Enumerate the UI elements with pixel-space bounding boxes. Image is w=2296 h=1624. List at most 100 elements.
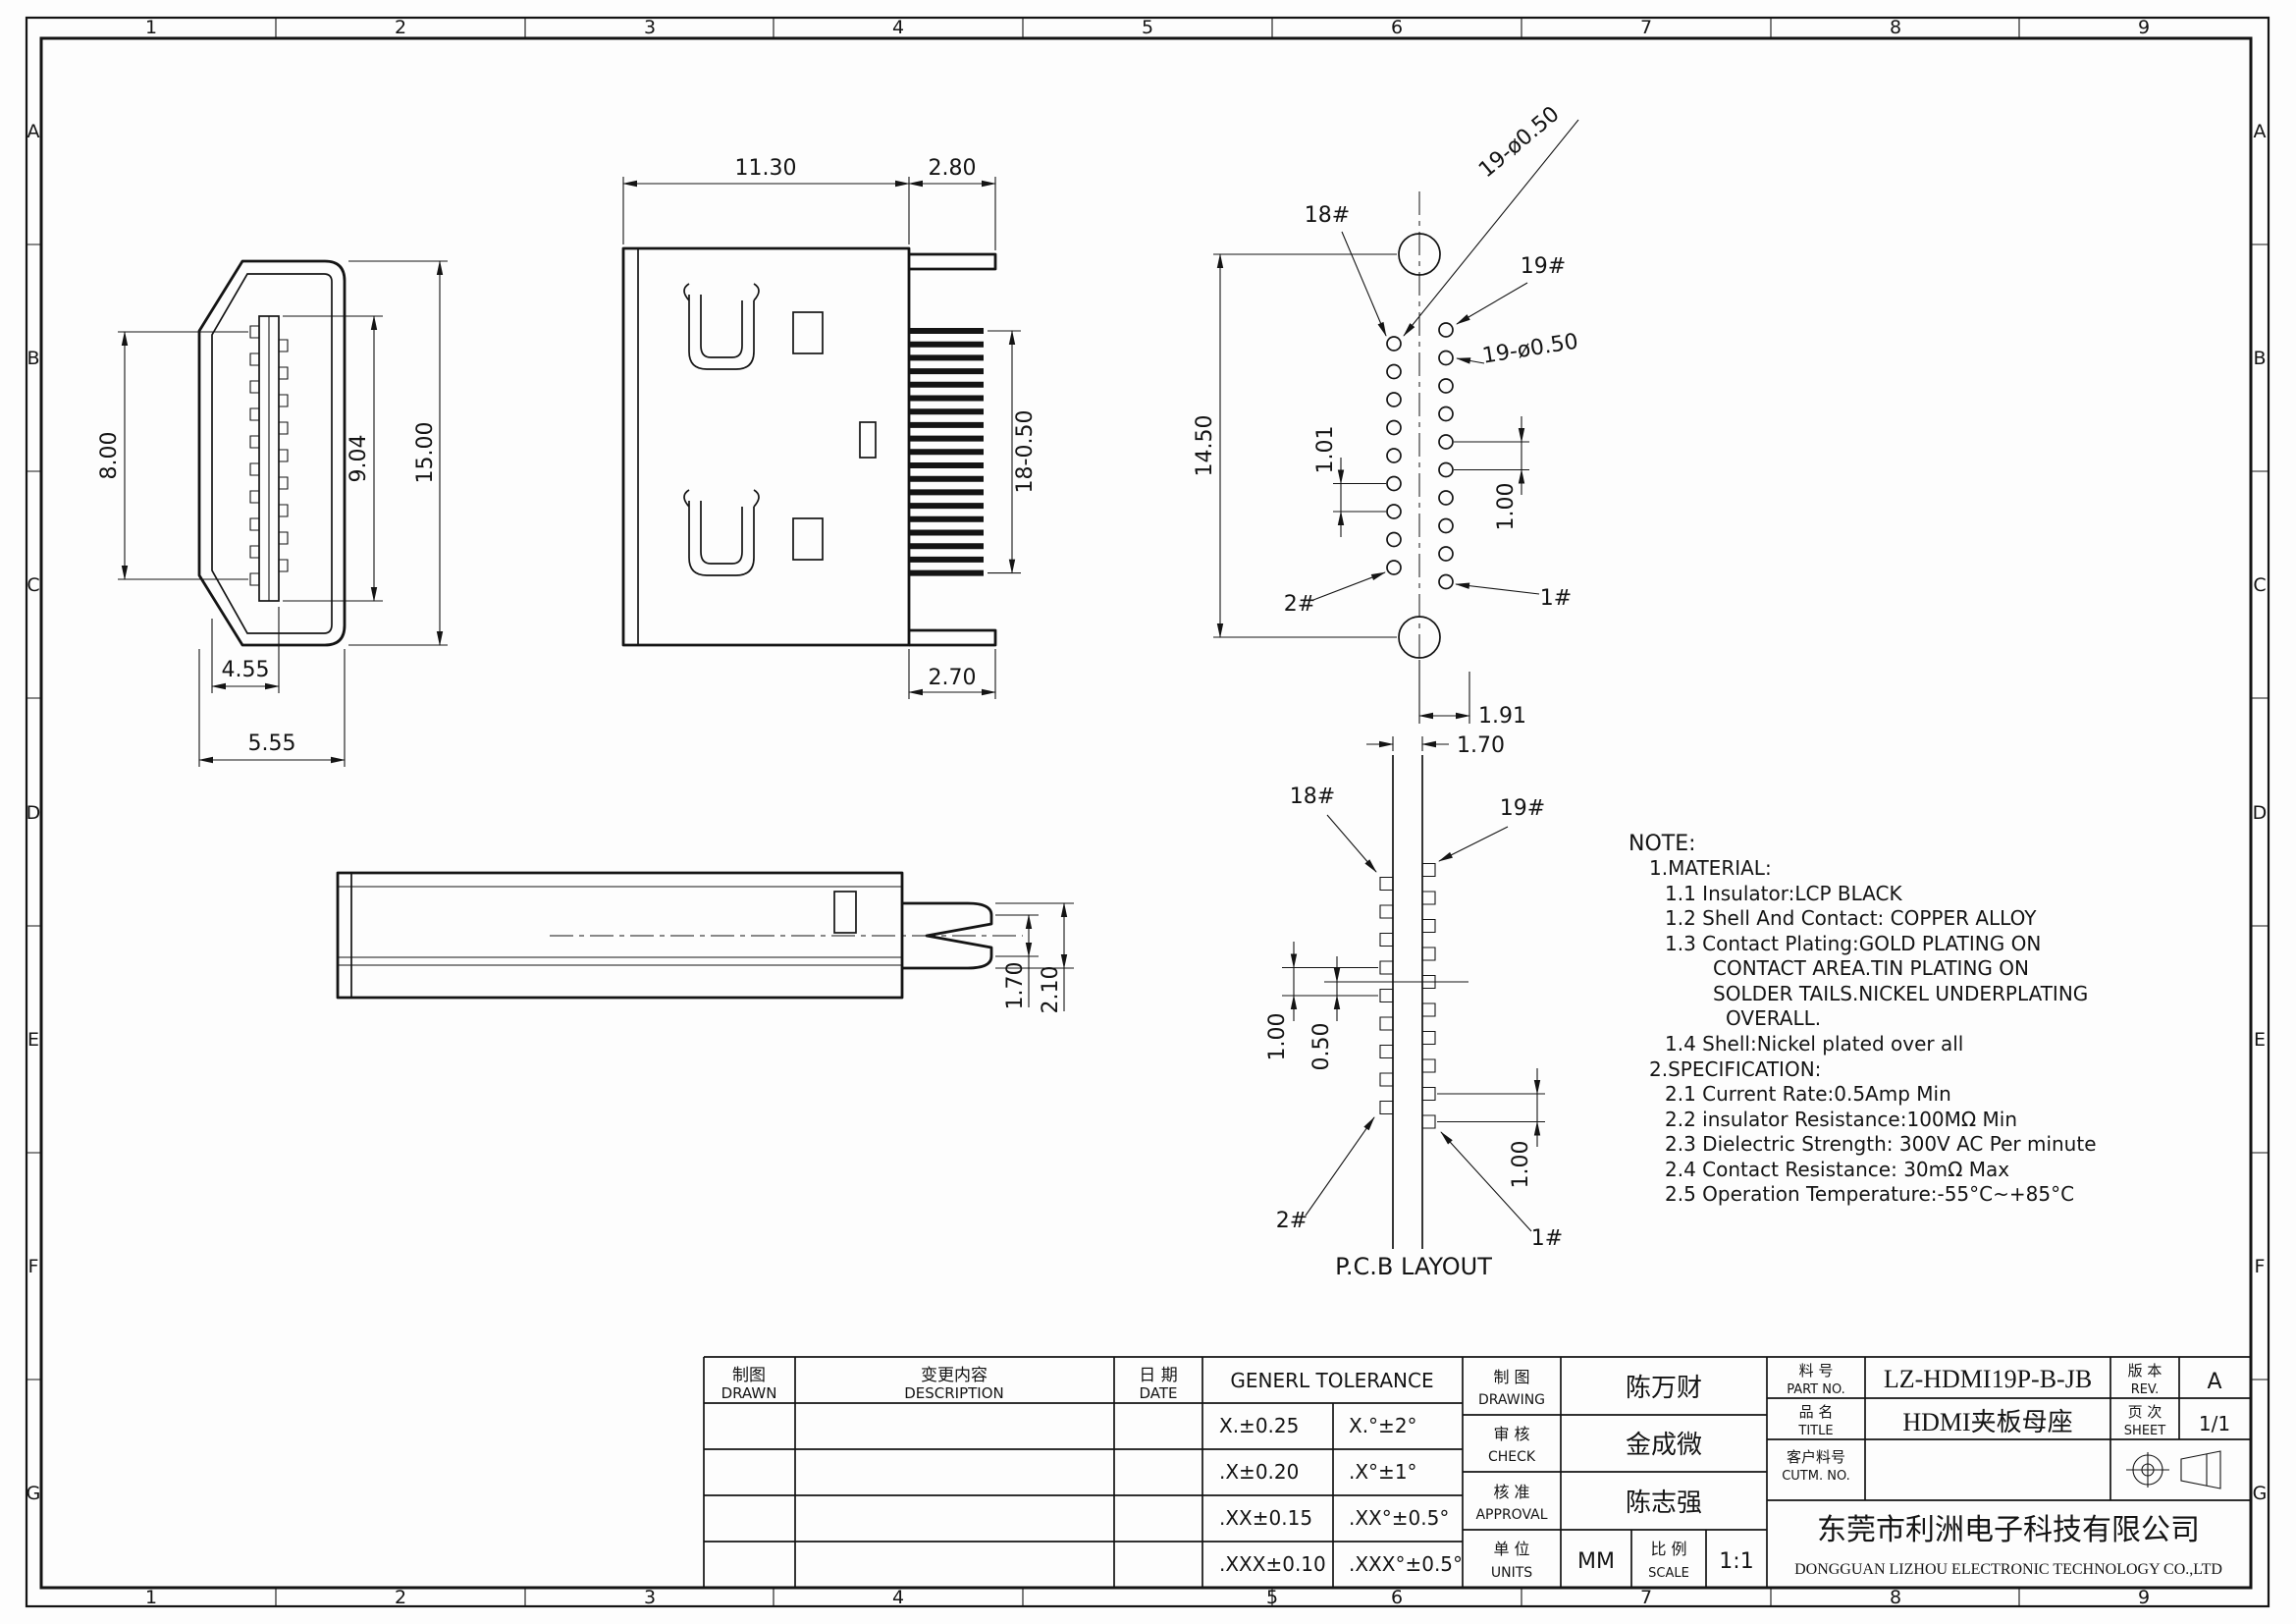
tolerance-value: X.±0.25 xyxy=(1219,1414,1299,1437)
tolerance-value: .XX±0.15 xyxy=(1219,1506,1312,1530)
pin-1-label: 1# xyxy=(1531,1226,1563,1251)
pin-2-label: 2# xyxy=(1284,592,1315,617)
pin-19-label: 19# xyxy=(1500,796,1545,821)
projection-symbol-icon xyxy=(2126,1450,2221,1489)
front-shell-inner xyxy=(211,273,333,634)
grid-ref: F xyxy=(2255,1256,2266,1277)
dim-label: 2.10 xyxy=(1039,966,1063,1014)
dim-label: 11.30 xyxy=(735,156,797,181)
grid-ref: 4 xyxy=(892,1587,904,1608)
note-line: OVERALL. xyxy=(1726,1006,1821,1030)
part-no-label-cn: 料 号 xyxy=(1799,1362,1834,1380)
grid-ref: 8 xyxy=(1890,1587,1901,1608)
note-line: 2.4 Contact Resistance: 30mΩ Max xyxy=(1665,1158,2009,1181)
note-line: 2.2 insulator Resistance:100MΩ Min xyxy=(1665,1108,2017,1131)
rev-label-en: REV. xyxy=(2131,1382,2160,1397)
front-view: 8.00 9.04 15.00 4.55 5.55 xyxy=(97,259,448,767)
dim-label: 14.50 xyxy=(1193,415,1217,477)
grid-ref: 9 xyxy=(2138,1587,2150,1608)
pin-19-label: 19# xyxy=(1521,254,1566,279)
scale-label-en: SCALE xyxy=(1648,1566,1689,1581)
company-name-cn: 东莞市利洲电子科技有限公司 xyxy=(1817,1514,2200,1546)
note-line: 1.MATERIAL: xyxy=(1649,856,1772,880)
dim-label: 18-0.50 xyxy=(1013,410,1038,494)
pcb-layout-caption: P.C.B LAYOUT xyxy=(1335,1253,1492,1280)
side-latch-upper xyxy=(683,283,760,370)
grid-ref: D xyxy=(27,802,41,824)
side-view: 11.30 2.80 18-0.50 2.70 xyxy=(621,156,1038,699)
grid-ref: 7 xyxy=(1640,1587,1652,1608)
drawing-label-en: DRAWING xyxy=(1478,1392,1545,1408)
dim-label: 1.70 xyxy=(1457,733,1505,758)
pin-18-label: 18# xyxy=(1305,203,1350,228)
dim-label: 1.70 xyxy=(1003,962,1028,1010)
pin-1-label: 1# xyxy=(1540,586,1572,611)
grid-ref: 7 xyxy=(1640,17,1652,38)
grid-ref: E xyxy=(2254,1029,2266,1051)
layout-pads-right xyxy=(1421,862,1436,1129)
grid-ref: G xyxy=(27,1483,41,1504)
dim-label: 1.00 xyxy=(1509,1141,1533,1189)
approval-label-cn: 核 准 xyxy=(1493,1483,1529,1501)
check-label-en: CHECK xyxy=(1488,1449,1536,1465)
grid-ref: A xyxy=(2254,121,2267,142)
side-body xyxy=(621,246,911,647)
dim-label: 4.55 xyxy=(222,658,270,682)
dim-label: 1.00 xyxy=(1494,483,1519,531)
title-block: 制图 DRAWN 变更内容 DESCRIPTION 日 期 DATE GENER… xyxy=(703,1356,2251,1588)
title-label-cn: 品 名 xyxy=(1799,1403,1834,1421)
rev-label-cn: 版 本 xyxy=(2128,1362,2163,1380)
pin-holes xyxy=(1386,322,1454,590)
date-label-cn: 日 期 xyxy=(1139,1366,1177,1385)
dim-label: 0.50 xyxy=(1309,1023,1334,1071)
pin-18-label: 18# xyxy=(1290,785,1335,809)
date-label-en: DATE xyxy=(1139,1384,1177,1402)
layout-strip xyxy=(1392,755,1423,1249)
grid-ticks xyxy=(27,18,2269,1606)
part-no-label-en: PART NO. xyxy=(1787,1382,1845,1397)
note-line: 1.4 Shell:Nickel plated over all xyxy=(1665,1032,1963,1056)
note-line: 2.1 Current Rate:0.5Amp Min xyxy=(1665,1082,1951,1106)
grid-ref: C xyxy=(27,574,39,596)
drawn-label-en: DRAWN xyxy=(721,1384,777,1402)
grid-ref: 3 xyxy=(644,17,656,38)
drawing-name: 陈万财 xyxy=(1626,1374,1702,1403)
grid-ref: 6 xyxy=(1391,1587,1403,1608)
grid-ref: G xyxy=(2253,1483,2268,1504)
grid-ref: 9 xyxy=(2138,17,2150,38)
dim-label: 8.00 xyxy=(97,432,122,480)
dim-label: 15.00 xyxy=(413,422,438,484)
sheet-label-en: SHEET xyxy=(2124,1424,2165,1438)
dim-label: 1.00 xyxy=(1265,1013,1290,1061)
sheet-label-cn: 页 次 xyxy=(2128,1403,2163,1421)
front-shell-outline xyxy=(197,259,347,647)
customer-no-label-cn: 客户料号 xyxy=(1787,1448,1845,1466)
hole-size-label: 19-ø0.50 xyxy=(1474,102,1564,183)
grid-ref: 1 xyxy=(145,1587,157,1608)
units-label-cn: 单 位 xyxy=(1493,1540,1529,1558)
product-name: HDMI夹板母座 xyxy=(1902,1408,2072,1436)
description-label-en: DESCRIPTION xyxy=(904,1384,1004,1402)
note-line: 2.5 Operation Temperature:-55°C~+85°C xyxy=(1665,1182,2074,1206)
front-pins-left xyxy=(249,325,260,586)
grid-ref: B xyxy=(27,348,39,369)
front-pins-right xyxy=(278,339,289,572)
grid-ref: 3 xyxy=(644,1587,656,1608)
pcb-layout-view: 1.70 18# 19# 1.00 0.50 1.00 2# 1# P.C.B … xyxy=(1265,733,1563,1280)
units-value: MM xyxy=(1577,1549,1615,1574)
tolerance-value: .XX°±0.5° xyxy=(1349,1506,1449,1530)
grid-ref: 2 xyxy=(395,1587,406,1608)
note-line: SOLDER TAILS.NICKEL UNDERPLATING xyxy=(1713,982,2088,1005)
units-label-en: UNITS xyxy=(1491,1565,1532,1581)
dim-label: 9.04 xyxy=(347,435,371,483)
grid-ref: 5 xyxy=(1266,1587,1278,1608)
notes-title: NOTE: xyxy=(1629,832,1696,856)
grid-ref: B xyxy=(2253,348,2266,369)
grid-ref: F xyxy=(28,1256,39,1277)
grid-ref: 1 xyxy=(145,17,157,38)
tolerance-value: .X±0.20 xyxy=(1219,1460,1299,1484)
side-tabs xyxy=(909,252,997,647)
grid-ref: E xyxy=(27,1029,39,1051)
grid-ref: 4 xyxy=(892,17,904,38)
